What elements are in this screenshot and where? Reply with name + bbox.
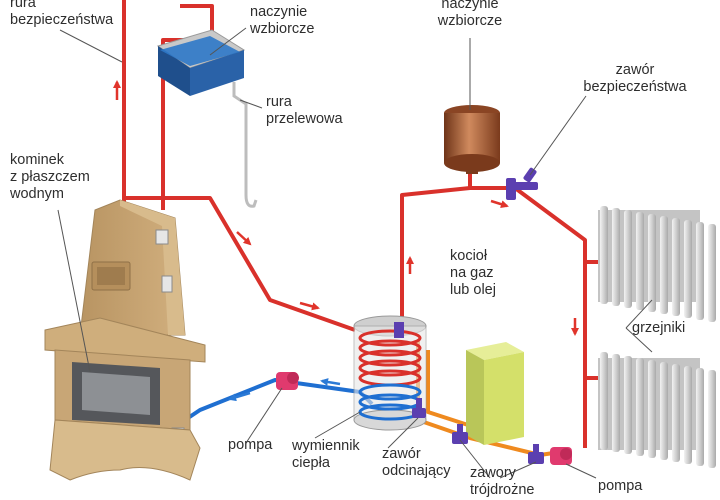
- radiator-lower: [598, 352, 716, 468]
- label-kominek: kominek z płaszczem wodnym: [10, 152, 90, 202]
- label-rura-bezpieczenstwa: rura bezpieczeństwa: [10, 0, 114, 28]
- label-zawory: zawory trójdrożne: [470, 465, 535, 498]
- hot-pipes: [122, 0, 600, 448]
- label-naczynie-wzbiorcze-left: naczynie wzbiorcze: [250, 4, 315, 37]
- boiler-loop-2: [426, 350, 469, 427]
- heat-exchanger: [353, 315, 427, 431]
- radiator-upper: [598, 206, 716, 322]
- flow-arrows-hot: [113, 80, 579, 336]
- open-expansion-tank: [156, 29, 258, 208]
- flow-arrows-cold: [228, 378, 341, 402]
- leader-lines: [57, 27, 653, 479]
- shutoff-valve: [412, 398, 426, 418]
- pump-left: [276, 372, 299, 390]
- label-wymiennik: wymiennik ciepła: [292, 438, 360, 471]
- three-way-valves: [452, 424, 544, 464]
- label-pompa-left: pompa: [228, 437, 273, 453]
- label-pompa-right: pompa: [598, 478, 643, 494]
- label-rura-przelewowa: rura przelewowa: [266, 94, 343, 127]
- pump-right: [550, 447, 572, 465]
- closed-expansion-tank: [444, 105, 500, 174]
- boiler-supply-riser: [400, 186, 587, 448]
- fireplace: [44, 199, 206, 481]
- gas-boiler: [466, 342, 524, 445]
- supply-pipe-fireplace: [124, 196, 356, 332]
- overflow-pipe: [232, 82, 258, 208]
- safety-valve: [506, 167, 538, 200]
- label-zawor-odcinajacy: zawór odcinający: [382, 446, 451, 479]
- label-zawor-bezpieczenstwa: zawór bezpieczeństwa: [583, 62, 687, 95]
- label-kociol: kocioł na gaz lub olej: [450, 248, 496, 298]
- label-grzejniki: grzejniki: [632, 320, 686, 336]
- label-naczynie-wzbiorcze-right: naczynie wzbiorcze: [437, 0, 503, 29]
